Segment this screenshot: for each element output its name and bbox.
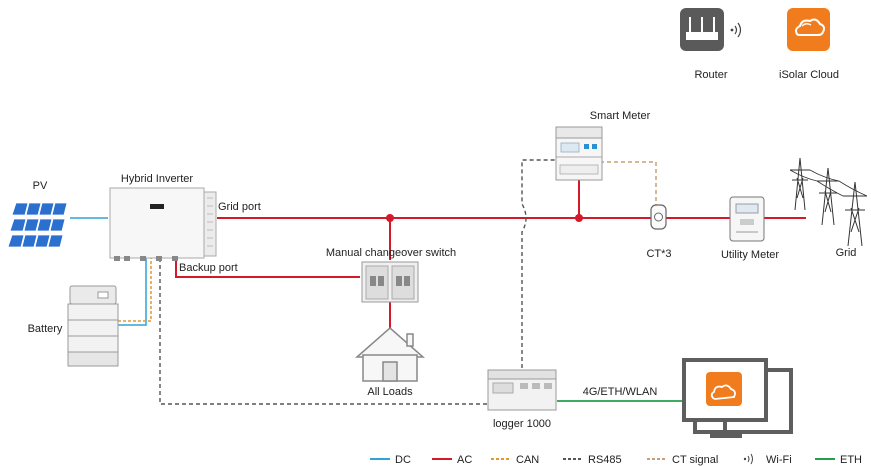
legend-item-dc: DC: [370, 454, 411, 466]
battery-stack-icon: [67, 285, 119, 367]
changeover-switch-icon: [361, 261, 419, 303]
monitor-icon: [682, 358, 793, 438]
utility-meter-icon: [729, 196, 765, 242]
legend-label: Wi-Fi: [766, 454, 792, 466]
legend-item-eth: ETH: [815, 454, 862, 466]
ct-signal-line: [600, 161, 657, 205]
rs485-meter-line: [521, 159, 556, 368]
legend-label: CAN: [516, 454, 539, 466]
house-icon: [355, 327, 425, 382]
legend-label: DC: [395, 454, 411, 466]
link-label: 4G/ETH/WLAN: [583, 386, 658, 398]
logger-label: logger 1000: [493, 418, 551, 430]
legend-label: RS485: [588, 454, 622, 466]
legend-item-rs485: RS485: [563, 454, 622, 466]
legend-item-wifi: Wi-Fi: [743, 453, 792, 466]
utility-meter-label: Utility Meter: [721, 249, 779, 261]
transmission-tower-icon: [789, 157, 868, 247]
can-battery-line: [118, 258, 152, 322]
logger-device-icon: [487, 369, 557, 411]
grid-label: Grid: [836, 247, 857, 259]
junction-dot: [575, 214, 583, 222]
inverter-label: Hybrid Inverter: [121, 173, 193, 185]
wifi-icon: [730, 22, 742, 38]
wifi-icon: [743, 453, 753, 465]
legend-item-can: CAN: [491, 454, 539, 466]
ct-clamp-icon: [650, 204, 667, 230]
legend: DC AC CAN RS485 CT signal Wi-Fi: [370, 453, 862, 466]
legend-label: AC: [457, 454, 472, 466]
legend-label: ETH: [840, 454, 862, 466]
ct-label: CT*3: [646, 248, 671, 260]
router-icon: [680, 8, 724, 51]
legend-item-ac: AC: [432, 454, 472, 466]
inverter-icon: [109, 187, 217, 261]
smart-meter-label: Smart Meter: [590, 110, 651, 122]
cloud-label: iSolar Cloud: [779, 69, 839, 81]
cloud-app-icon: [787, 8, 830, 51]
ac-backup-line: [175, 258, 360, 278]
dc-battery-line: [118, 258, 147, 326]
all-loads-label: All Loads: [367, 386, 413, 398]
solar-panel-icon: [7, 202, 68, 248]
pv-label: PV: [33, 180, 48, 192]
smart-meter-icon: [555, 126, 603, 181]
legend-label: CT signal: [672, 454, 718, 466]
switch-label: Manual changeover switch: [326, 247, 456, 259]
rs485-inverter-line: [159, 258, 488, 405]
battery-label: Battery: [28, 323, 63, 335]
router-label: Router: [694, 69, 727, 81]
junction-dot: [386, 214, 394, 222]
grid-port-label: Grid port: [218, 201, 261, 213]
legend-item-ct-signal: CT signal: [647, 454, 718, 466]
backup-port-label: Backup port: [179, 262, 238, 274]
